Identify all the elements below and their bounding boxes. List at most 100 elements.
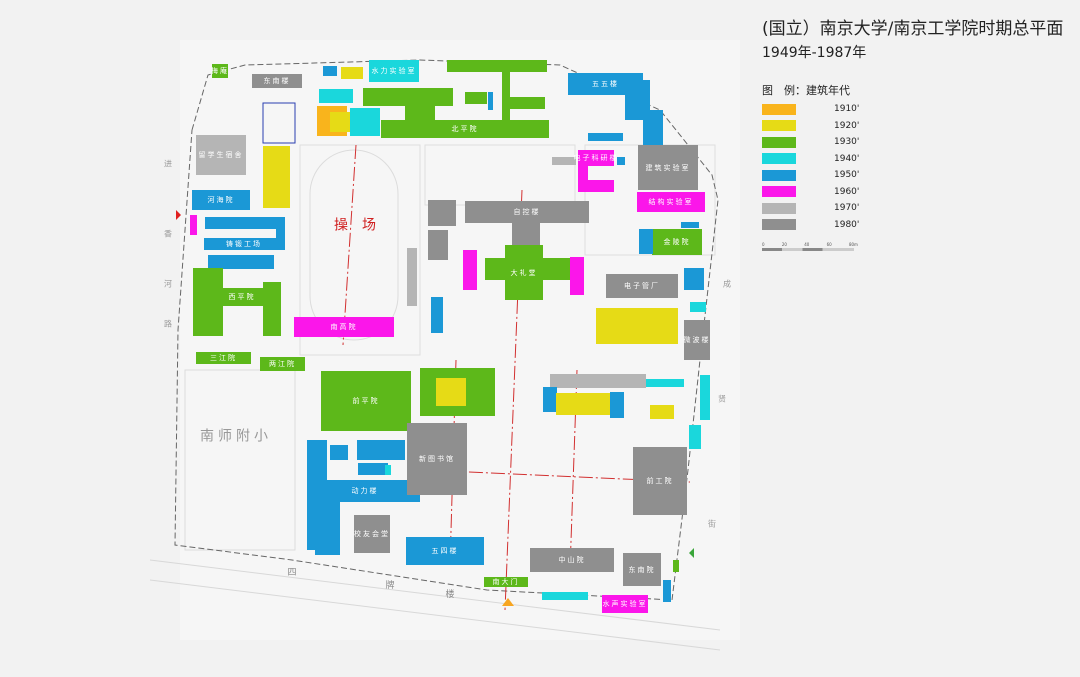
road-label-south: 牌 xyxy=(385,581,395,592)
east-gate-marker-icon xyxy=(689,548,694,558)
building-label: 铸锻工场 xyxy=(226,240,262,248)
building-unnamed xyxy=(689,425,701,449)
south-gate-marker-icon xyxy=(502,598,514,606)
legend-label: 1910' xyxy=(834,104,860,115)
legend-item: 1910' xyxy=(762,101,859,118)
building-label: 两江院 xyxy=(269,360,296,368)
building-unnamed xyxy=(570,257,584,295)
building-label: 前工院 xyxy=(646,477,674,485)
building-unnamed xyxy=(428,200,456,226)
building-label: 电子管厂 xyxy=(624,282,660,290)
legend-label: 1950' xyxy=(834,170,860,181)
south-road xyxy=(149,559,721,651)
building-unnamed xyxy=(646,379,684,387)
scale-tick: 40 xyxy=(804,242,810,247)
building-label: 动力楼 xyxy=(351,487,379,495)
building-unnamed xyxy=(319,89,353,103)
legend-item: 1970' xyxy=(762,200,859,217)
building-unnamed xyxy=(550,374,646,388)
building-unnamed xyxy=(578,180,614,192)
building-label: 建筑实验室 xyxy=(645,163,691,172)
building-label: 中山院 xyxy=(558,556,586,564)
building-unnamed xyxy=(263,282,281,336)
legend-label: 1960' xyxy=(834,186,860,197)
building-meian xyxy=(212,64,228,78)
building-unnamed xyxy=(341,67,363,79)
building-unnamed xyxy=(543,387,557,412)
legend-swatch xyxy=(762,136,796,148)
building-label: 东南楼 xyxy=(263,77,291,85)
building-label: 河海院 xyxy=(207,196,235,204)
building-unnamed xyxy=(596,308,678,344)
building-unnamed xyxy=(690,302,706,312)
legend: 图 例：建筑年代 1910'1920'1930'1940'1950'1960'1… xyxy=(762,84,859,233)
building-zhuduan xyxy=(204,238,284,250)
legend-swatch xyxy=(762,169,796,181)
building-unnamed xyxy=(205,217,285,229)
building-jiegou xyxy=(637,192,705,212)
building-unnamed xyxy=(323,66,337,76)
building-label: 西平院 xyxy=(228,293,256,301)
building-unnamed xyxy=(552,157,576,165)
scale-tick: 0 xyxy=(762,242,765,247)
legend-item: 1950' xyxy=(762,167,859,184)
building-unnamed xyxy=(358,463,388,475)
road-label-south: 四 xyxy=(287,568,297,579)
building-unnamed xyxy=(673,560,679,572)
road-label-west: 路 xyxy=(164,319,172,329)
building-sanjiang xyxy=(196,352,251,364)
building-label: 结构实验室 xyxy=(648,198,694,206)
building-hehai xyxy=(192,190,250,210)
legend-label: 1980' xyxy=(834,219,860,230)
legend-label: 1920' xyxy=(834,120,860,131)
building-unnamed xyxy=(263,146,290,208)
building-unnamed xyxy=(639,229,653,254)
building-unnamed xyxy=(465,92,487,104)
building-label: 梅庵 xyxy=(211,67,229,75)
road-label-east: 街 xyxy=(708,519,716,529)
building-wusi xyxy=(406,537,484,565)
west-gate-marker-icon xyxy=(176,210,181,220)
legend-item: 1930' xyxy=(762,134,859,151)
scale-tick: 80m xyxy=(848,242,858,247)
building-dongnan_lou xyxy=(252,74,302,88)
building-label: 三江院 xyxy=(210,354,237,362)
building-label: 自控楼 xyxy=(513,208,541,216)
legend-item: 1940' xyxy=(762,151,859,168)
building-xiaoyou xyxy=(354,515,390,553)
building-label: 五五楼 xyxy=(592,80,619,88)
building-label: 电子科研楼 xyxy=(573,154,619,162)
building-weibo xyxy=(684,320,710,360)
building-label: 新图书馆 xyxy=(419,455,455,463)
building-xintushu xyxy=(407,423,467,495)
building-unnamed xyxy=(330,112,352,132)
map-subtitle: 1949年-1987年 xyxy=(762,45,867,61)
building-unnamed xyxy=(315,500,340,555)
building-wuwu xyxy=(568,73,643,95)
building-unnamed xyxy=(447,60,547,72)
building-zhongshan xyxy=(530,548,614,572)
campus-boundary xyxy=(174,59,719,601)
building-unnamed xyxy=(505,97,545,109)
building-label: 水力实验室 xyxy=(371,67,417,75)
building-label: 南高院 xyxy=(330,323,358,331)
school-block-outline xyxy=(184,369,296,551)
building-label: 金陵院 xyxy=(663,238,691,246)
building-dongnanyuan xyxy=(623,553,661,586)
building-unnamed xyxy=(208,255,274,269)
road-label-west: 河 xyxy=(164,279,172,289)
building-dianzi_keyan xyxy=(578,150,614,166)
legend-swatch xyxy=(762,153,796,165)
building-unnamed xyxy=(700,375,710,420)
building-unnamed xyxy=(578,166,588,190)
scale-tick: 20 xyxy=(781,242,787,247)
building-label: 南大门 xyxy=(492,578,520,586)
building-unnamed xyxy=(556,393,610,415)
scale-bar-graphic xyxy=(762,248,854,251)
scale-tick: 60 xyxy=(826,242,832,247)
legend-swatch xyxy=(762,103,796,115)
gymnasium-outline xyxy=(262,102,296,144)
road-label-west: 香 xyxy=(164,229,172,239)
